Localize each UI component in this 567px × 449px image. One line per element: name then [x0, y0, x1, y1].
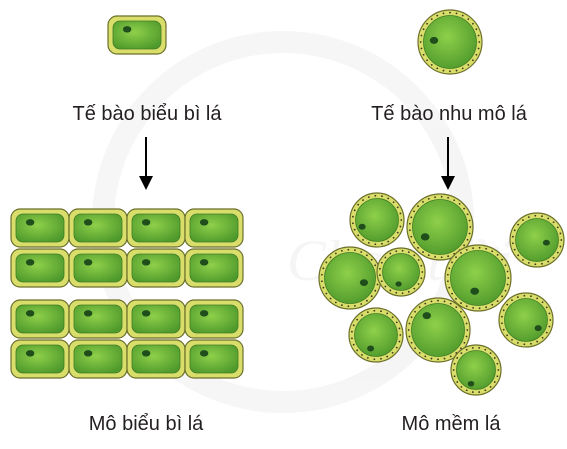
parenchyma-cell-label: Tế bào nhu mô lá	[371, 103, 527, 126]
nucleus	[26, 350, 34, 356]
nucleus	[395, 281, 401, 286]
nucleus	[26, 310, 34, 316]
nucleus	[535, 325, 542, 331]
single-epidermal-cell	[108, 16, 166, 54]
epidermal-cell	[11, 340, 69, 378]
nucleus	[470, 288, 479, 295]
epidermal-cell	[185, 209, 243, 247]
epidermal-cell	[185, 340, 243, 378]
parenchyma-cell	[418, 10, 482, 74]
nucleus	[26, 259, 34, 265]
nucleus	[468, 381, 475, 387]
arrow-left	[139, 137, 153, 190]
nucleus	[421, 233, 430, 240]
epidermal-cell	[69, 300, 127, 338]
epidermal-cell	[11, 209, 69, 247]
parenchyma-cell	[445, 245, 511, 311]
parenchyma-cell	[349, 308, 403, 362]
parenchyma-tissue-label: Mô mềm lá	[402, 413, 501, 436]
nucleus	[543, 240, 550, 246]
parenchyma-cell	[350, 193, 404, 247]
epidermal-cell	[69, 249, 127, 287]
nucleus	[84, 310, 92, 316]
nucleus	[26, 219, 34, 225]
nucleus	[84, 350, 92, 356]
nucleus	[359, 224, 366, 230]
nucleus	[142, 219, 150, 225]
nucleus	[423, 312, 431, 319]
nucleus	[360, 279, 368, 286]
epidermal-cell	[127, 300, 185, 338]
nucleus	[200, 219, 208, 225]
epidermal-cell	[127, 249, 185, 287]
nucleus	[142, 259, 150, 265]
single-parenchyma-cell	[418, 10, 482, 74]
epidermal-cell	[185, 300, 243, 338]
epidermal-cell	[185, 249, 243, 287]
nucleus	[200, 350, 208, 356]
epidermal-cell	[69, 209, 127, 247]
parenchyma-cell	[499, 293, 553, 347]
nucleus	[200, 310, 208, 316]
epidermal-cell	[127, 209, 185, 247]
parenchyma-cell	[510, 213, 564, 267]
epidermal-tissue-label: Mô biểu bì lá	[89, 413, 204, 436]
nucleus	[367, 346, 374, 352]
parenchyma-cell	[377, 248, 425, 296]
nucleus	[84, 259, 92, 265]
nucleus	[200, 259, 208, 265]
nucleus	[142, 350, 150, 356]
nucleus	[142, 310, 150, 316]
epidermal-cell	[108, 16, 166, 54]
epidermal-cell	[11, 249, 69, 287]
epidermal-cell	[69, 340, 127, 378]
epidermal-cell	[11, 300, 69, 338]
nucleus	[430, 37, 438, 44]
parenchyma-cell	[451, 345, 501, 395]
nucleus	[84, 219, 92, 225]
epidermal-cell-label: Tế bào biểu bì lá	[73, 103, 222, 126]
parenchyma-cell	[319, 247, 381, 309]
nucleus	[123, 26, 131, 32]
epidermal-cell	[127, 340, 185, 378]
